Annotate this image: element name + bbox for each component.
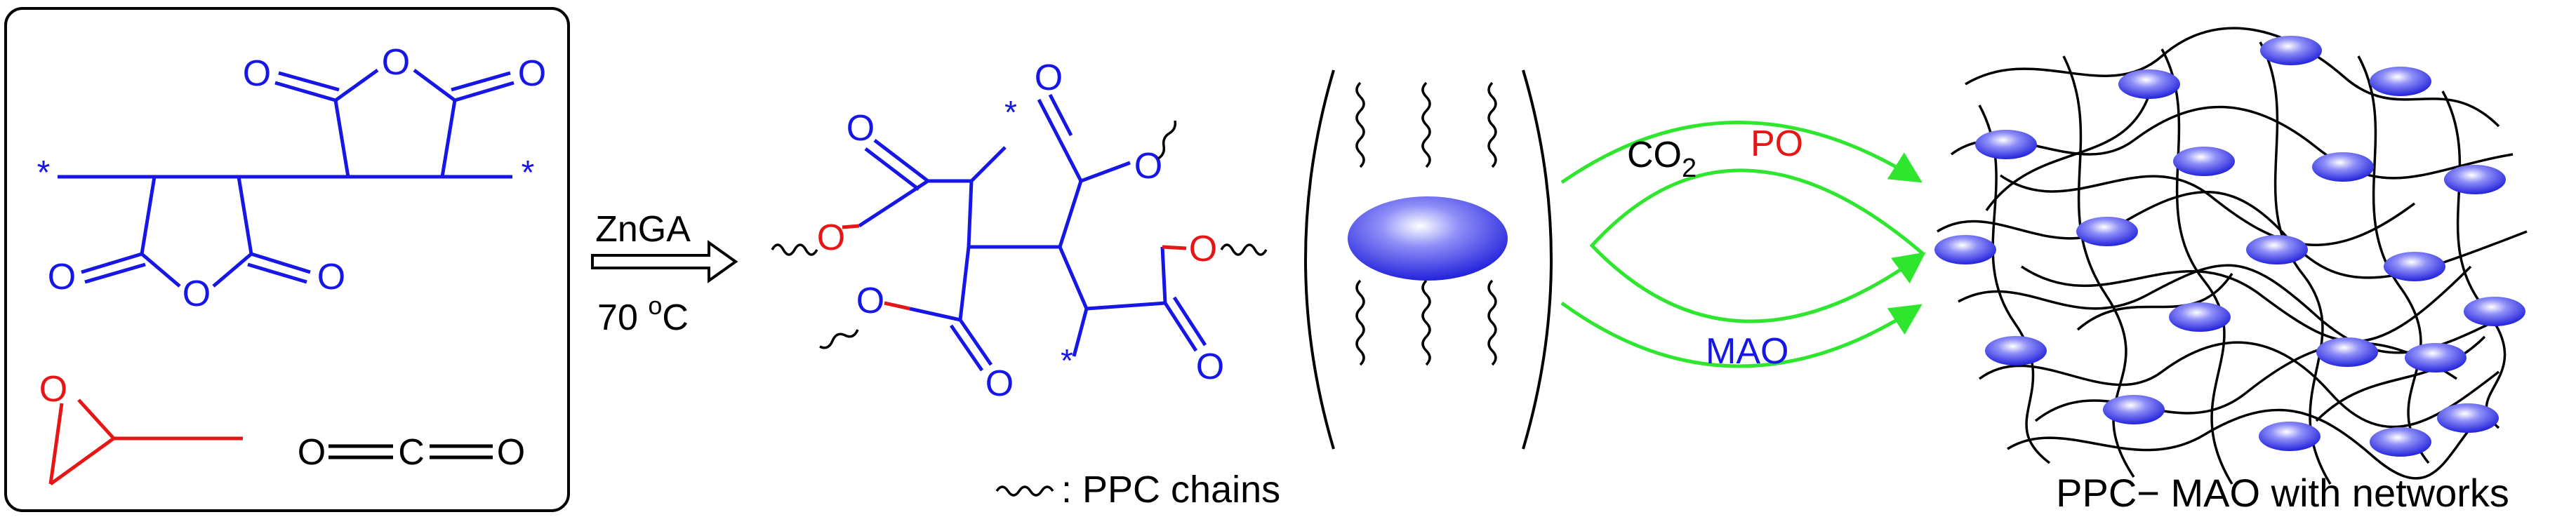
product-star-top: * xyxy=(1004,94,1017,130)
chain-squiggle-bottom-left xyxy=(819,329,859,349)
particle-icon xyxy=(2312,152,2374,182)
product-carbonyl-o-1: O xyxy=(847,108,875,149)
end-group-star-left: * xyxy=(37,154,51,192)
particle-icon xyxy=(2246,235,2308,264)
particle-icon xyxy=(2370,67,2431,96)
temperature-value: 70 xyxy=(597,297,648,338)
chain-squiggle-left xyxy=(771,243,818,256)
temperature-label: 70 oC xyxy=(597,291,689,338)
reaction-arrow-group: ZnGA 70 oC xyxy=(591,209,738,338)
mao-particle-group xyxy=(1304,69,1553,450)
co2-text: CO xyxy=(1627,135,1682,175)
atom-o-lower-right: O xyxy=(317,257,345,297)
product-ester-o-1: O xyxy=(817,217,845,258)
green-arrow-top xyxy=(1560,121,1923,184)
particle-icon xyxy=(2103,395,2165,424)
product-carbonyl-o-3: O xyxy=(985,363,1014,404)
co2-carbon: C xyxy=(398,432,425,473)
product-chain-squiggles xyxy=(771,120,1268,349)
particle-icon xyxy=(2316,337,2378,367)
co2-oxygen-left: O xyxy=(298,432,326,473)
result-caption: PPC− MAO with networks xyxy=(2056,471,2509,515)
chain-squiggle-top-right xyxy=(1157,120,1177,160)
product-carbonyl-o-2: O xyxy=(1035,58,1063,98)
particle-icon xyxy=(2384,252,2445,281)
particle-icon xyxy=(2405,343,2467,372)
green-arrow-labels: CO2 PO MAO xyxy=(1627,123,1803,372)
particle-icon xyxy=(2259,422,2321,451)
particle-icon xyxy=(2169,302,2231,332)
particle-icon xyxy=(2437,403,2499,433)
anhydride-atom-labels: O O O O O O * * xyxy=(37,42,547,314)
particle-icon xyxy=(2444,165,2506,194)
product-bonds-blue xyxy=(858,93,1207,372)
mao-arrow-label: MAO xyxy=(1706,331,1788,372)
reagents-box-frame xyxy=(4,7,570,512)
green-arrows xyxy=(1560,121,1926,368)
ppc-mao-network xyxy=(1934,27,2528,485)
atom-o-lower-left: O xyxy=(48,257,76,297)
temperature-unit-superscript: o xyxy=(648,291,662,320)
atom-o-upper-ring: O xyxy=(382,42,410,83)
co2-arrow-label: CO2 xyxy=(1627,135,1697,183)
po-arrow-label: PO xyxy=(1751,123,1803,164)
reaction-arrow-icon xyxy=(591,240,738,283)
particle-icon xyxy=(1975,130,2037,159)
bracket-left xyxy=(1304,69,1335,450)
particle-icon xyxy=(2370,427,2431,457)
carbon-dioxide-structure: O C O xyxy=(298,432,525,473)
legend: : PPC chains xyxy=(995,469,1280,511)
propylene-oxide-structure: O xyxy=(39,369,243,486)
particle-icon xyxy=(2173,147,2235,176)
bracket-right xyxy=(1522,69,1553,450)
chain-squiggle-right xyxy=(1220,243,1268,256)
product-bonds-red xyxy=(842,224,1187,311)
co2-oxygen-right: O xyxy=(497,432,525,473)
chain-legend-icon xyxy=(995,485,1054,497)
particle-icon xyxy=(1985,336,2047,365)
product-ester-o-2: O xyxy=(1134,146,1162,187)
end-group-star-right: * xyxy=(522,154,535,192)
product-structure: O O O O O O O O * * xyxy=(771,58,1268,404)
co2-subscript: 2 xyxy=(1682,154,1697,183)
catalyst-label: ZnGA xyxy=(595,209,691,250)
chains-legend-label: : PPC chains xyxy=(1061,469,1280,511)
mao-ellipse-icon xyxy=(1348,196,1508,281)
grafted-chains xyxy=(1355,81,1497,366)
product-ester-o-4: O xyxy=(1189,229,1217,269)
particle-icon xyxy=(2260,36,2322,65)
reagents-box: O O O O O O * * O xyxy=(4,7,570,512)
particle-icon xyxy=(1934,235,1996,264)
particle-icon xyxy=(2118,69,2180,99)
green-arrow-middle xyxy=(1589,168,1926,323)
atom-o-upper-right: O xyxy=(518,53,546,94)
particle-icon xyxy=(2464,297,2525,326)
product-star-bottom: * xyxy=(1061,342,1073,379)
atom-o-lower-ring: O xyxy=(182,274,211,314)
network-particles xyxy=(1934,36,2525,457)
anhydride-polymer-structure xyxy=(58,68,514,288)
epoxide-oxygen-atom: O xyxy=(39,369,67,410)
particle-icon xyxy=(2076,217,2138,246)
product-carbonyl-o-4: O xyxy=(1196,347,1224,387)
product-ester-o-3: O xyxy=(856,281,884,321)
green-arrow-bottom xyxy=(1560,301,1923,368)
atom-o-upper-left: O xyxy=(243,53,271,94)
temperature-unit: C xyxy=(662,297,689,338)
